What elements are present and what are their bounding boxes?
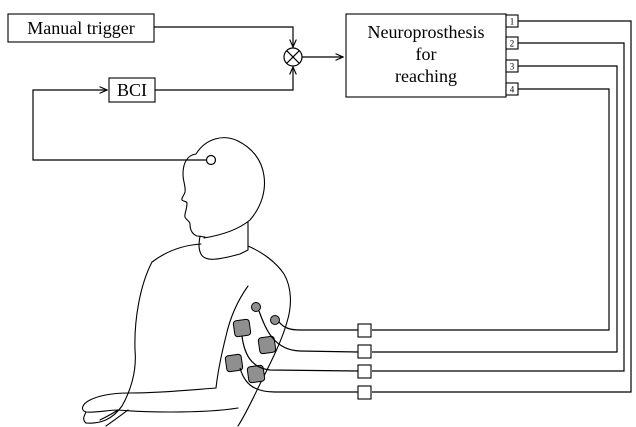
channel-label-3: 3 [510, 62, 515, 72]
channel-label-2: 2 [510, 39, 515, 49]
neck-and-collar [198, 221, 249, 260]
lead-2 [241, 335, 359, 372]
connector-channel-3 [357, 344, 372, 359]
lead-3 [258, 310, 359, 353]
manual-trigger-block: Manual trigger [7, 13, 155, 43]
patient-figure [81, 137, 291, 427]
scalp-electrode-icon [205, 154, 217, 166]
lead-1 [239, 367, 358, 393]
electrode-pad-4 [246, 364, 266, 384]
bci-wire [155, 67, 293, 91]
bci-block: BCI [108, 77, 156, 103]
connector-channel-2 [357, 364, 372, 379]
channel-port-3: 3 [505, 59, 519, 73]
channel-label-4: 4 [510, 85, 515, 95]
connector-channel-4 [357, 323, 372, 338]
channel-3-wire [372, 65, 618, 353]
channel-port-2: 2 [505, 36, 519, 50]
electrode-pad-3 [224, 353, 244, 373]
connector-channel-1 [357, 385, 372, 400]
channel-4-wire [372, 88, 610, 331]
channel-port-1: 1 [505, 14, 519, 28]
head-outline [181, 137, 266, 239]
electrode-pad-2 [257, 335, 277, 355]
electrode-pad-1 [232, 318, 252, 338]
neuroprosthesis-block: Neuroprosthesis for reaching [345, 13, 507, 98]
bci-label: BCI [117, 80, 147, 100]
forearm-outline [81, 387, 239, 413]
channel-port-4: 4 [505, 82, 519, 96]
back-outline [237, 245, 291, 427]
summing-junction-icon [283, 47, 303, 67]
channel-1-wire [372, 20, 632, 393]
eeg-feedback-wire [32, 90, 207, 161]
neuroprosthesis-title-line3: reaching [395, 66, 457, 86]
torso-outline [85, 243, 202, 424]
electrode-dot-2 [270, 315, 280, 325]
neuroprosthesis-title-line1: Neuroprosthesis [368, 22, 485, 42]
electrode-dot-1 [251, 302, 261, 312]
channel-label-1: 1 [510, 17, 515, 27]
hand-fingers [83, 409, 129, 427]
lead-4 [278, 321, 358, 331]
manual-trigger-label: Manual trigger [27, 18, 134, 38]
channel-2-wire [372, 42, 625, 372]
upper-arm-front [215, 285, 249, 389]
manual-trigger-wire [154, 26, 293, 47]
neuroprosthesis-title-line2: for [416, 44, 437, 64]
